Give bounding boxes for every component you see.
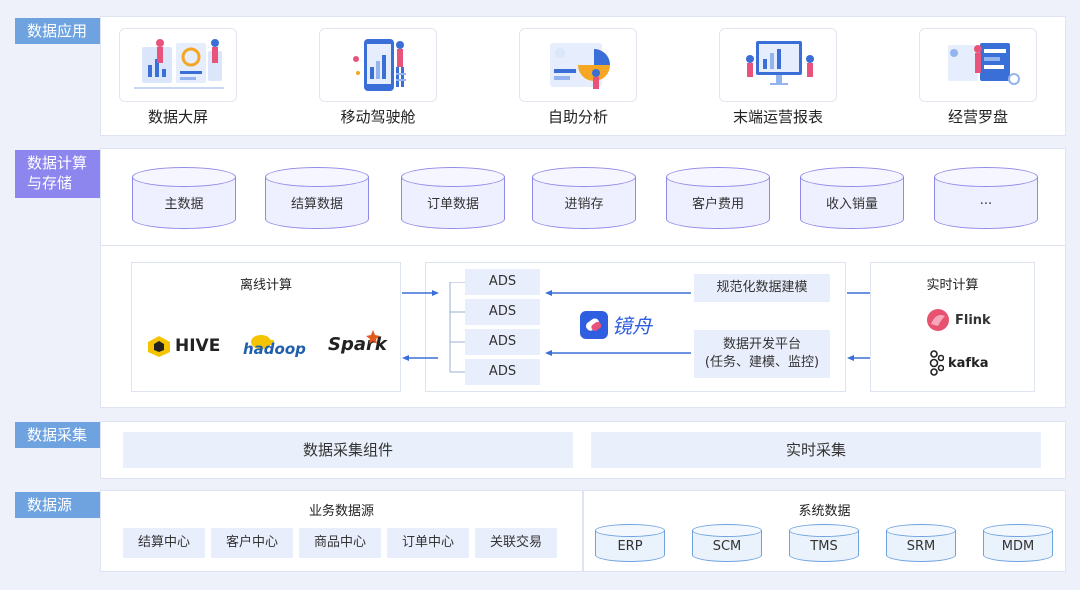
- business-source-item[interactable]: 商品中心: [299, 528, 381, 558]
- offline-compute-title: 离线计算: [239, 278, 292, 293]
- system-source-label: ERP: [617, 539, 643, 554]
- system-source-label: SCM: [712, 539, 742, 554]
- offline-arrows: [402, 290, 439, 361]
- layer-label-compute: 数据计算 与存储: [15, 150, 100, 198]
- layer-label-compute-line2: 与存储: [27, 174, 73, 192]
- app-card-self-analysis[interactable]: 自助分析: [519, 28, 637, 127]
- storage-label: 订单数据: [426, 197, 479, 212]
- spark-logo: Spark: [328, 330, 387, 355]
- realtime-collection[interactable]: 实时采集: [591, 432, 1041, 468]
- system-source-srm[interactable]: SRM: [886, 524, 956, 562]
- app-name: 末端运营报表: [732, 108, 823, 126]
- hadoop-logo: hadoop: [241, 330, 306, 364]
- hive-logo: HIVE: [146, 334, 220, 358]
- app-name: 移动驾驶舱: [340, 108, 416, 126]
- storage-settlement-data[interactable]: 结算数据: [265, 167, 369, 229]
- storage-order-data[interactable]: 订单数据: [401, 167, 505, 229]
- realtime-compute-title: 实时计算: [926, 278, 979, 293]
- dev-platform-title: 数据开发平台: [722, 337, 801, 352]
- panel-divider: [100, 245, 1066, 246]
- kafka-nodes-icon: [929, 350, 944, 376]
- ads-box[interactable]: ADS: [465, 269, 540, 295]
- app-card-operations-report[interactable]: 末端运营报表: [719, 28, 837, 127]
- flink-squirrel-icon: [927, 309, 949, 331]
- layer-label-source: 数据源: [15, 492, 100, 518]
- dev-platform-box[interactable]: 数据开发平台 (任务、建模、监控): [694, 330, 830, 378]
- spark-star-icon: [366, 330, 380, 344]
- storage-master-data[interactable]: 主数据: [132, 167, 236, 229]
- storage-customer-expense[interactable]: 客户费用: [666, 167, 770, 229]
- core-arrows: [545, 290, 691, 356]
- realtime-compute-box: [870, 262, 1035, 392]
- brand-name: 镜舟: [612, 314, 652, 338]
- storage-label: ...: [979, 193, 993, 208]
- dev-platform-subtitle: (任务、建模、监控): [704, 355, 820, 370]
- system-source-mdm[interactable]: MDM: [983, 524, 1053, 562]
- system-source-scm[interactable]: SCM: [692, 524, 762, 562]
- storage-label: 结算数据: [290, 197, 343, 212]
- storage-label: 客户费用: [691, 197, 744, 212]
- brand-icon: [580, 310, 608, 339]
- storage-revenue-sales[interactable]: 收入销量: [800, 167, 904, 229]
- storage-more[interactable]: ...: [934, 167, 1038, 229]
- layer-label-compute-line1: 数据计算: [27, 154, 88, 172]
- storage-label: 收入销量: [825, 197, 878, 212]
- ads-box[interactable]: ADS: [465, 299, 540, 325]
- app-card-business-compass[interactable]: 经营罗盘: [919, 28, 1037, 127]
- hive-logo-text: HIVE: [175, 336, 221, 356]
- system-source-erp[interactable]: ERP: [595, 524, 665, 562]
- storage-inventory[interactable]: 进销存: [532, 167, 636, 229]
- ads-box[interactable]: ADS: [465, 329, 540, 355]
- system-source-label: TMS: [810, 539, 838, 554]
- layer-label-app: 数据应用: [15, 18, 100, 44]
- app-name: 数据大屏: [147, 108, 208, 126]
- layer-label-collect: 数据采集: [15, 422, 100, 448]
- ads-bracket: [449, 282, 466, 373]
- big-screen-illustration-icon: [119, 28, 237, 102]
- kafka-logo: kafka: [928, 350, 989, 376]
- compass-illustration-icon: [919, 28, 1037, 102]
- flink-logo-text: Flink: [955, 312, 991, 328]
- business-source-item[interactable]: 客户中心: [211, 528, 293, 558]
- storage-label: 主数据: [164, 197, 204, 212]
- kafka-logo-text: kafka: [948, 355, 989, 371]
- report-illustration-icon: [719, 28, 837, 102]
- business-source-item[interactable]: 订单中心: [387, 528, 469, 558]
- collection-component[interactable]: 数据采集组件: [123, 432, 573, 468]
- system-source-tms[interactable]: TMS: [789, 524, 859, 562]
- system-source-title: 系统数据: [798, 504, 851, 519]
- hive-bee-icon: [148, 336, 170, 357]
- storage-label: 进销存: [564, 197, 604, 212]
- hadoop-elephant-icon: [251, 335, 274, 349]
- app-name: 经营罗盘: [947, 108, 1008, 126]
- offline-compute-box: [131, 262, 401, 392]
- modeling-box[interactable]: 规范化数据建模: [694, 274, 830, 302]
- mobile-cockpit-illustration-icon: [319, 28, 437, 102]
- hadoop-logo-text: hadoop: [243, 340, 306, 358]
- system-source-label: SRM: [906, 539, 936, 554]
- ads-box[interactable]: ADS: [465, 359, 540, 385]
- business-source-item[interactable]: 结算中心: [123, 528, 205, 558]
- self-analysis-illustration-icon: [519, 28, 637, 102]
- business-source-item[interactable]: 关联交易: [475, 528, 557, 558]
- brand-logo: 镜舟: [580, 310, 652, 339]
- flink-logo: Flink: [926, 308, 991, 332]
- app-card-dashboard[interactable]: 数据大屏: [119, 28, 237, 127]
- system-source-label: MDM: [1001, 539, 1035, 554]
- app-card-mobile[interactable]: 移动驾驶舱: [319, 28, 437, 127]
- app-name: 自助分析: [547, 108, 608, 126]
- business-source-title: 业务数据源: [308, 504, 374, 519]
